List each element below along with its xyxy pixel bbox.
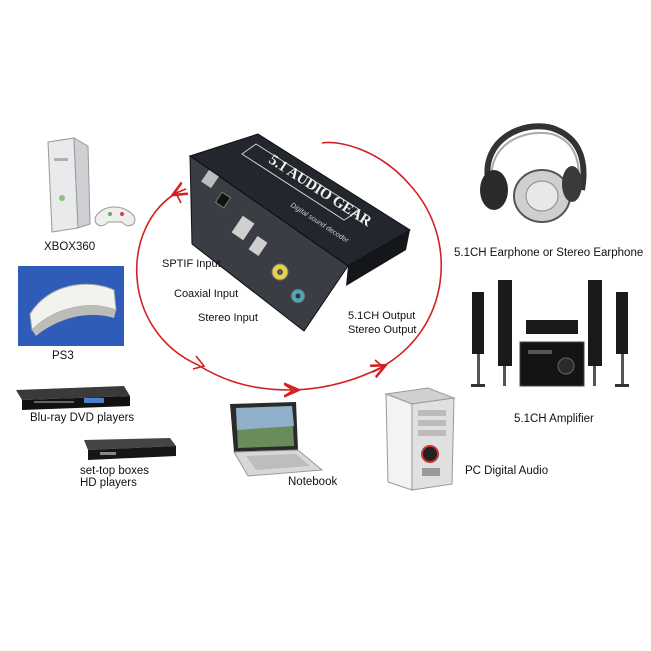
set-top-box — [84, 438, 176, 460]
amplifier-label: 5.1CH Amplifier — [514, 413, 594, 425]
output-label-line2: Stereo Output — [348, 324, 417, 336]
pc-tower — [384, 387, 456, 491]
headphones-label: 5.1CH Earphone or Stereo Earphone — [454, 247, 644, 259]
notebook-laptop — [230, 402, 324, 477]
bluray-player — [16, 386, 130, 410]
arrow-left-arc — [135, 192, 199, 366]
notebook-label: Notebook — [288, 476, 338, 488]
headphones — [480, 123, 587, 223]
pc-label: PC Digital Audio — [465, 465, 549, 477]
sptif-input-label: SPTIF Input — [162, 258, 221, 270]
arrow-right-arc — [379, 184, 442, 369]
bluray-label: Blu-ray DVD players — [30, 412, 135, 424]
arrow-bottom-left-arc — [197, 364, 292, 390]
xbox360-label: XBOX360 — [44, 241, 96, 253]
ps3-label: PS3 — [52, 350, 74, 362]
arrow-top-arc — [321, 141, 411, 186]
arrow-bottom-arc — [291, 368, 380, 391]
audio-decoder-device: 5.1 AUDIO GEAR Digital sound decoder — [188, 133, 411, 332]
set-top-box-label-line1: set-top boxes — [80, 465, 150, 477]
coaxial-input-label: Coaxial Input — [174, 288, 239, 300]
xbox360-console — [47, 137, 136, 233]
set-top-box-label-line2: HD players — [80, 477, 137, 489]
ps3-console — [18, 266, 124, 346]
output-label-line1: 5.1CH Output — [348, 310, 416, 322]
amplifier-speaker-set — [471, 280, 629, 387]
stereo-input-label: Stereo Input — [198, 312, 258, 324]
